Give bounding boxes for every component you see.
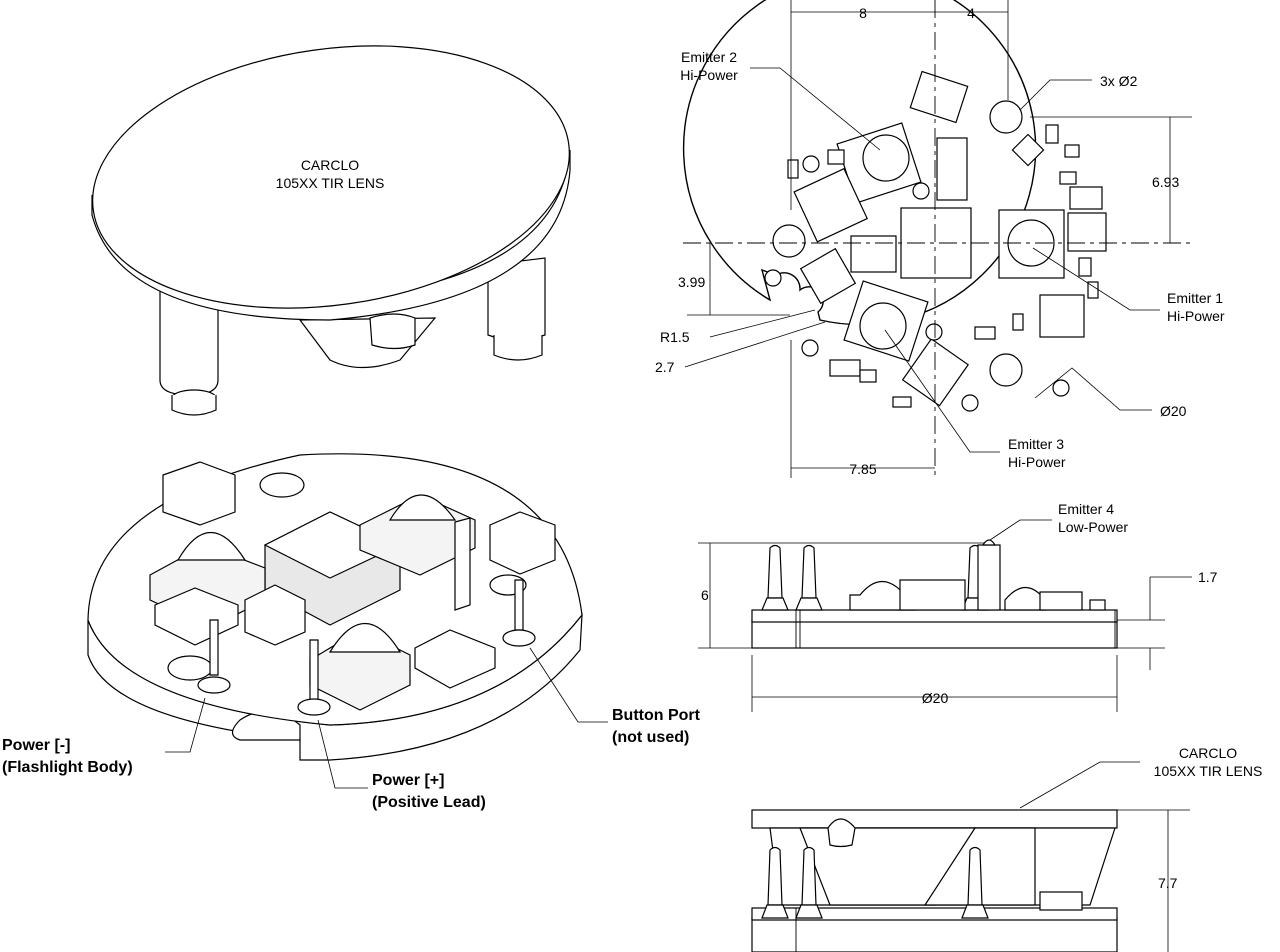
power-pos-label-line2: (Positive Lead) xyxy=(372,794,486,811)
power-neg-label-line2: (Flashlight Body) xyxy=(2,759,133,776)
emitter4-label-line1: Emitter 4 xyxy=(1058,501,1114,517)
lens-side-label-line1: CARCLO xyxy=(1179,745,1237,761)
pcb-isometric xyxy=(87,453,583,761)
dim-assembly-height: 7.7 xyxy=(1158,875,1178,891)
dim-board-thickness: 1.7 xyxy=(1198,569,1218,585)
lens-side-label-line2: 105XX TIR LENS xyxy=(1154,763,1263,779)
assembly-view: 7.7 CARCLO 105XX TIR LENS xyxy=(751,745,1263,952)
dim-dia-plan: Ø20 xyxy=(1160,403,1187,419)
button-port-label-line1: Button Port xyxy=(612,707,701,724)
emitter1-label-line1: Emitter 1 xyxy=(1167,290,1223,306)
dim-dia-side: Ø20 xyxy=(922,690,949,706)
isometric-callouts: Power [-] (Flashlight Body) Power [+] (P… xyxy=(2,647,701,811)
dim-side-height: 6 xyxy=(701,587,709,603)
lens-isometric: CARCLO 105XX TIR LENS xyxy=(91,45,571,416)
dim-holes: 3x Ø2 xyxy=(1100,73,1138,89)
emitter1-label-line2: Hi-Power xyxy=(1167,308,1225,324)
emitter2-label-line1: Emitter 2 xyxy=(681,49,737,65)
side-view: 6 1.7 Ø20 Emitter 4 Low-Power xyxy=(698,501,1218,712)
power-pos-label-line1: Power [+] xyxy=(372,772,444,789)
emitter2-label-line2: Hi-Power xyxy=(680,67,738,83)
button-port-label-line2: (not used) xyxy=(612,729,689,746)
plan-view: 8 4 6.93 3.99 R1.5 2.7 7.85 Ø20 3x Ø2 Em… xyxy=(655,0,1225,478)
dim-3-99: 3.99 xyxy=(678,274,705,290)
emitter3-label-line2: Hi-Power xyxy=(1008,454,1066,470)
lens-label-line1: CARCLO xyxy=(301,157,359,173)
dim-6-93: 6.93 xyxy=(1152,174,1179,190)
lens-label-line2: 105XX TIR LENS xyxy=(276,175,385,191)
dim-r1-5: R1.5 xyxy=(660,329,690,345)
emitter4-label-line2: Low-Power xyxy=(1058,519,1128,535)
dim-2-7: 2.7 xyxy=(655,359,675,375)
dim-4: 4 xyxy=(967,5,975,21)
emitter3-label-line1: Emitter 3 xyxy=(1008,436,1064,452)
power-neg-label-line1: Power [-] xyxy=(2,737,70,754)
dim-7-85: 7.85 xyxy=(849,461,876,477)
dim-8: 8 xyxy=(859,5,867,21)
